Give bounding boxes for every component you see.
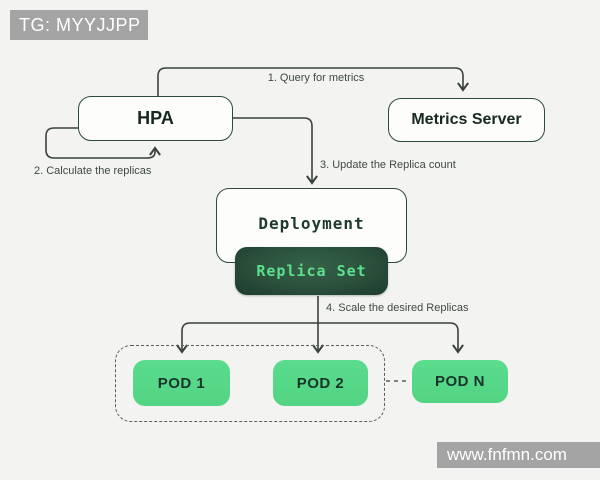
hpa-node: HPA bbox=[78, 96, 233, 141]
edge-label-query-for-metrics: 1. Query for metrics bbox=[267, 72, 365, 84]
metrics-server-node: Metrics Server bbox=[388, 98, 545, 142]
edge-query-for-metrics bbox=[157, 67, 469, 96]
website-watermark-text: www.fnfmn.com bbox=[447, 445, 567, 464]
edge-update-replica-count bbox=[233, 117, 318, 185]
deployment-node-label: Deployment bbox=[258, 214, 365, 233]
replica-set-node-label: Replica Set bbox=[256, 262, 367, 280]
telegram-watermark-badge: TG: MYYJJPP bbox=[10, 10, 148, 40]
replica-set-node: Replica Set bbox=[235, 247, 388, 295]
edge-label-calculate-replicas: 2. Calculate the replicas bbox=[34, 165, 152, 177]
pod-2-node-label: POD 2 bbox=[296, 374, 345, 392]
pod-2-node: POD 2 bbox=[273, 360, 368, 406]
website-watermark-badge: www.fnfmn.com bbox=[437, 442, 600, 468]
pod-n-node: POD N bbox=[412, 360, 508, 403]
pod-1-node: POD 1 bbox=[133, 360, 230, 406]
pod-n-node-label: POD N bbox=[434, 373, 485, 390]
edge-scale-replicas-left bbox=[176, 322, 318, 354]
edge-label-scale-replicas: 4. Scale the desired Replicas bbox=[326, 302, 469, 314]
telegram-watermark-text: TG: MYYJJPP bbox=[19, 14, 141, 35]
edge-label-update-replica-count: 3. Update the Replica count bbox=[320, 159, 456, 171]
metrics-server-node-label: Metrics Server bbox=[411, 111, 522, 128]
edge-calculate-replicas bbox=[45, 127, 161, 159]
pod-1-node-label: POD 1 bbox=[157, 374, 206, 392]
hpa-node-label: HPA bbox=[137, 108, 174, 128]
pod-group-dashed-container bbox=[115, 345, 385, 422]
edge-scale-replicas-right bbox=[318, 322, 464, 354]
